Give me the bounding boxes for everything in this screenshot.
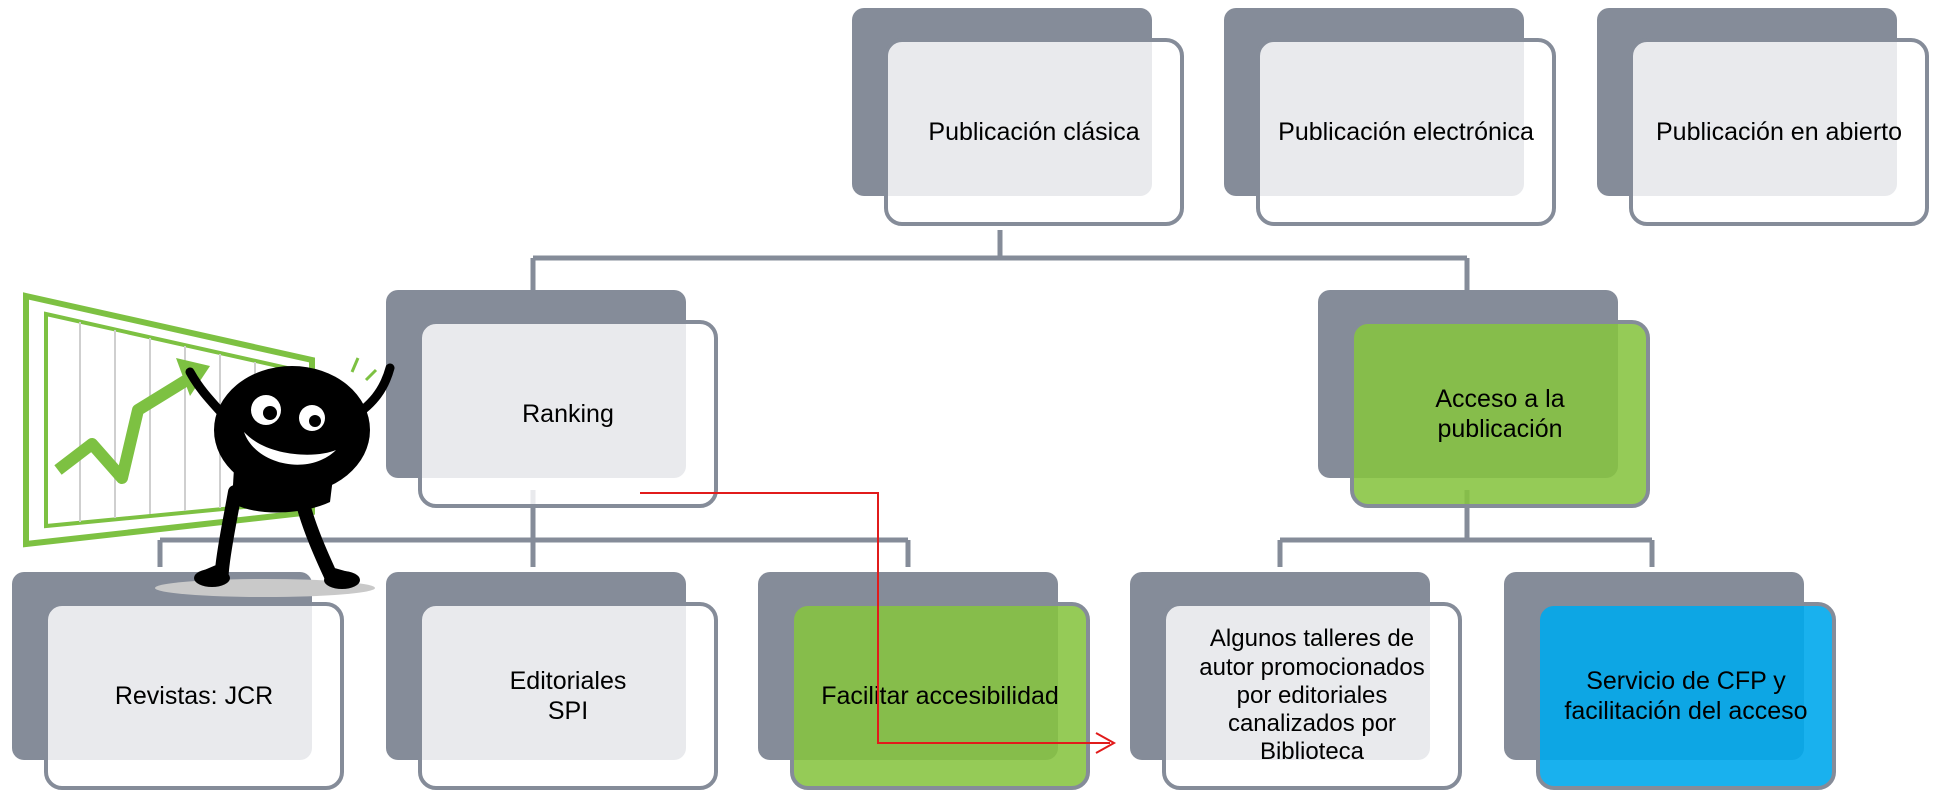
node-revistas-jcr-label: Revistas: JCR: [44, 602, 344, 790]
node-ranking-label: Ranking: [418, 320, 718, 508]
mascot-icon: [185, 357, 395, 589]
node-publicacion-electronica-label: Publicación electrónica: [1256, 38, 1556, 226]
node-publicacion-abierto-label: Publicación en abierto: [1629, 38, 1929, 226]
node-publicacion-clasica-label: Publicación clásica: [884, 38, 1184, 226]
node-talleres-autor-label: Algunos talleres de autor promocionados …: [1162, 602, 1462, 790]
red-arrowhead: [1095, 732, 1117, 754]
node-facilitar-accesibilidad-label: Facilitar accesibilidad: [790, 602, 1090, 790]
node-acceso-publicacion-label: Acceso a la publicación: [1350, 320, 1650, 508]
mascot-illustration: [23, 292, 395, 597]
red-arrow-line: [640, 492, 1110, 744]
node-servicio-cfp-label: Servicio de CFP y facilitación del acces…: [1536, 602, 1836, 790]
node-editoriales-spi-label: Editoriales SPI: [418, 602, 718, 790]
